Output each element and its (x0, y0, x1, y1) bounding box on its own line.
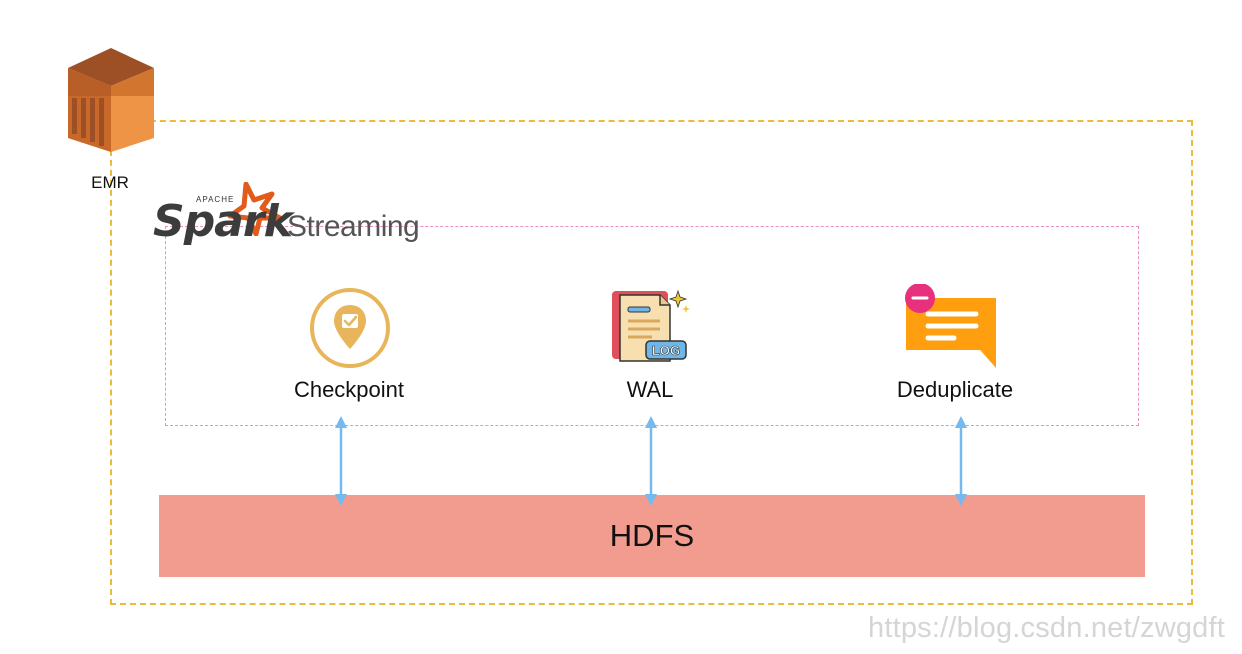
spark-wordmark: Spark (153, 196, 293, 247)
spark-star-icon (227, 182, 282, 236)
emr-cluster-boundary (110, 120, 1193, 605)
emr-label: EMR (91, 173, 129, 192)
svg-text:LOG: LOG (652, 343, 680, 358)
checkpoint-location-pin-icon (310, 288, 390, 368)
emr-logo-icon (68, 48, 154, 152)
arrow-wal-hdfs (645, 416, 657, 506)
deduplicate-label: Deduplicate (896, 377, 1014, 402)
streaming-label: Streaming (287, 210, 420, 243)
spark-logo (152, 182, 284, 246)
log-document-icon: LOG (612, 289, 690, 362)
spark-apache-label: APACHE (196, 195, 235, 204)
wal-label: WAL (626, 377, 674, 402)
message-remove-icon (905, 284, 996, 368)
arrow-deduplicate-hdfs (955, 416, 967, 506)
hdfs-label: HDFS (609, 518, 695, 553)
hdfs-storage-block: HDFS (159, 495, 1145, 577)
checkpoint-label: Checkpoint (293, 377, 405, 402)
arrow-checkpoint-hdfs (335, 416, 347, 506)
watermark: https://blog.csdn.net/zwgdft (868, 612, 1226, 644)
